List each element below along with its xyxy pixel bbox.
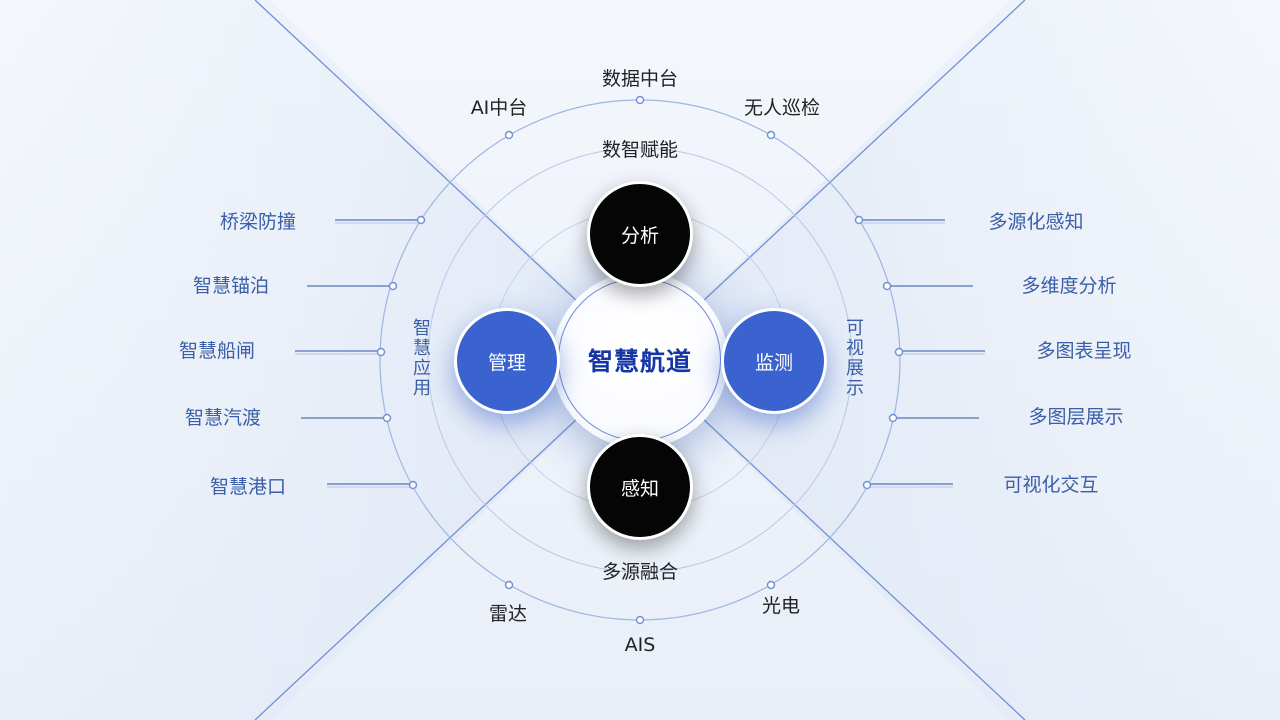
center-core: 智慧航道 xyxy=(552,272,728,448)
node-analysis-label: 分析 xyxy=(620,224,659,247)
node-management[interactable]: 管理 xyxy=(454,308,560,414)
dot-top-left xyxy=(504,130,514,140)
caption-bottom: 多源融合 xyxy=(601,561,678,583)
ring-label-bottom-right: 光电 xyxy=(761,595,800,617)
node-monitoring-label: 监测 xyxy=(754,351,793,374)
left-band xyxy=(0,0,640,720)
dot-left-1 xyxy=(416,215,426,225)
dot-top xyxy=(635,95,645,105)
node-analysis[interactable]: 分析 xyxy=(587,181,693,287)
dot-left-5 xyxy=(408,480,418,490)
ring-label-bottom-left: 雷达 xyxy=(488,603,527,625)
node-perception-label: 感知 xyxy=(620,477,659,500)
dot-bottom-right xyxy=(766,580,776,590)
caption-top: 数智赋能 xyxy=(601,139,678,161)
ring-label-top-right: 无人巡检 xyxy=(743,97,820,119)
left-item: 智慧锚泊 xyxy=(192,275,269,297)
node-management-label: 管理 xyxy=(487,351,526,374)
dot-left-3 xyxy=(376,347,386,357)
right-item: 多源化感知 xyxy=(988,211,1084,233)
right-item: 可视化交互 xyxy=(1003,474,1099,496)
right-item: 多图层展示 xyxy=(1028,406,1124,428)
dot-bottom-left xyxy=(504,580,514,590)
dot-top-right xyxy=(766,130,776,140)
right-item: 多维度分析 xyxy=(1021,275,1117,297)
center-label: 智慧航道 xyxy=(587,347,692,376)
dot-left-2 xyxy=(388,281,398,291)
right-item: 多图表呈现 xyxy=(1036,340,1132,362)
middle-ring xyxy=(427,147,853,573)
dot-bottom xyxy=(635,615,645,625)
ring-label-top-left: AI中台 xyxy=(470,97,528,119)
left-item: 智慧汽渡 xyxy=(184,407,261,429)
ring-label-top: 数据中台 xyxy=(601,68,678,90)
node-monitoring[interactable]: 监测 xyxy=(721,308,827,414)
dot-right-4 xyxy=(888,413,898,423)
left-item: 桥梁防撞 xyxy=(219,211,296,233)
dot-right-1 xyxy=(854,215,864,225)
dot-right-3 xyxy=(894,347,904,357)
ring-label-bottom: AIS xyxy=(624,634,656,656)
dot-right-5 xyxy=(862,480,872,490)
caption-left: 智慧应用 xyxy=(413,318,431,399)
left-item: 智慧船闸 xyxy=(178,340,255,362)
dot-left-4 xyxy=(382,413,392,423)
right-band xyxy=(640,0,1280,720)
left-item: 智慧港口 xyxy=(209,476,286,498)
node-perception[interactable]: 感知 xyxy=(587,434,693,540)
caption-right: 可视展示 xyxy=(846,318,864,399)
dot-right-2 xyxy=(882,281,892,291)
